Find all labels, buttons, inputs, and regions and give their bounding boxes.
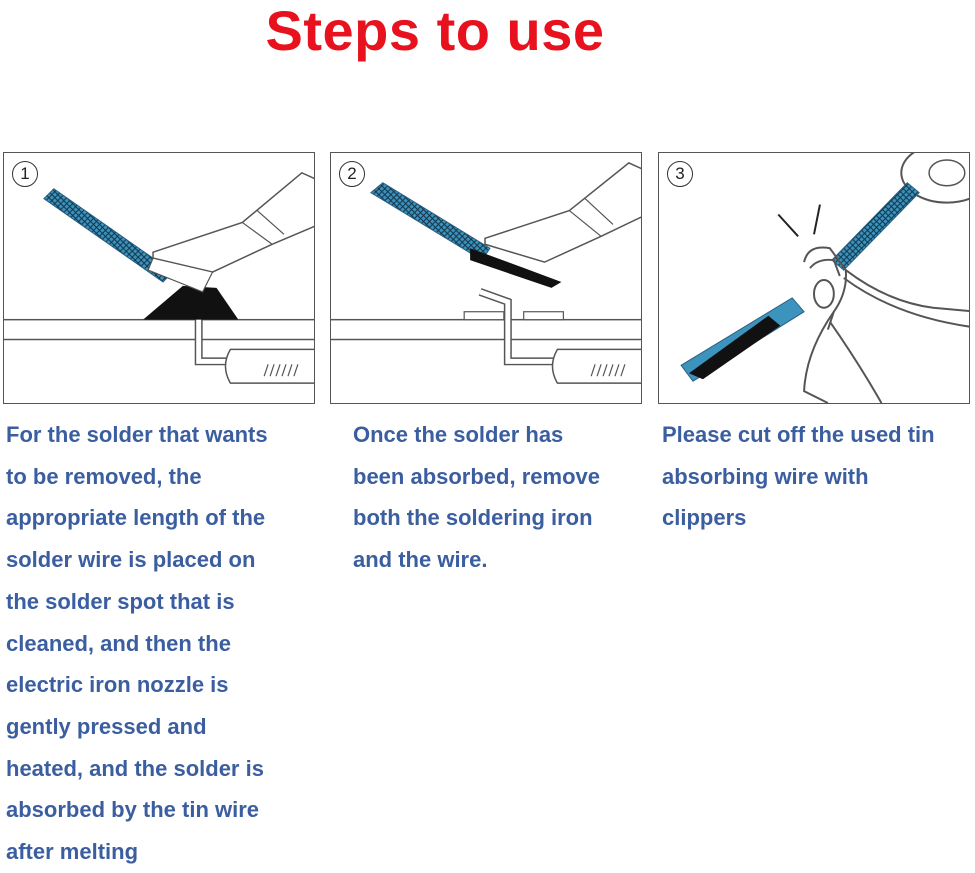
text-line: appropriate length of the — [6, 505, 266, 531]
soldering-iron — [152, 171, 314, 273]
text-line: For the solder that wants — [6, 422, 268, 447]
step-3-description: Please cut off the used tin absorbing wi… — [662, 414, 974, 539]
step-2-drawing — [331, 162, 641, 384]
text-line: been absorbed, remove — [353, 463, 600, 489]
step-3-number: 3 — [667, 161, 693, 187]
text-line: the solder spot that is — [6, 588, 235, 614]
step-1-number: 1 — [12, 161, 38, 187]
text-line: absorbed by the tin wire — [6, 797, 260, 823]
text-line: absorbing wire with — [662, 463, 869, 489]
page-title: Steps to use — [265, 0, 605, 62]
text-line: clippers — [662, 505, 747, 531]
soldering-iron — [484, 162, 641, 263]
step-3-drawing — [680, 153, 969, 403]
step-2-number: 2 — [339, 161, 365, 187]
step-2-illustration: 2 — [330, 152, 642, 404]
text-line: after melting — [6, 839, 139, 865]
desoldering-wick — [831, 182, 920, 271]
step-2-description: Once the solder has been absorbed, remov… — [353, 414, 653, 581]
text-line: Please cut off the used tin — [662, 422, 935, 447]
text-line: Once the solder has — [353, 422, 564, 447]
text-line: gently pressed and — [6, 713, 207, 739]
text-line: both the soldering iron — [353, 505, 593, 531]
text-line: heated, and the solder is — [6, 755, 264, 781]
text-line: electric iron nozzle is — [6, 672, 229, 698]
clippers — [803, 246, 969, 403]
step-1-illustration: 1 — [3, 152, 315, 404]
step-1-drawing — [4, 171, 314, 384]
text-line: cleaned, and then the — [6, 630, 231, 656]
text-line: solder wire is placed on — [6, 547, 256, 573]
text-line: and the wire. — [353, 547, 488, 573]
step-1-description: For the solder that wants to be removed,… — [6, 414, 326, 873]
step-3-illustration: 3 — [658, 152, 970, 404]
text-line: to be removed, the — [6, 463, 202, 489]
desoldering-wick — [370, 182, 491, 261]
